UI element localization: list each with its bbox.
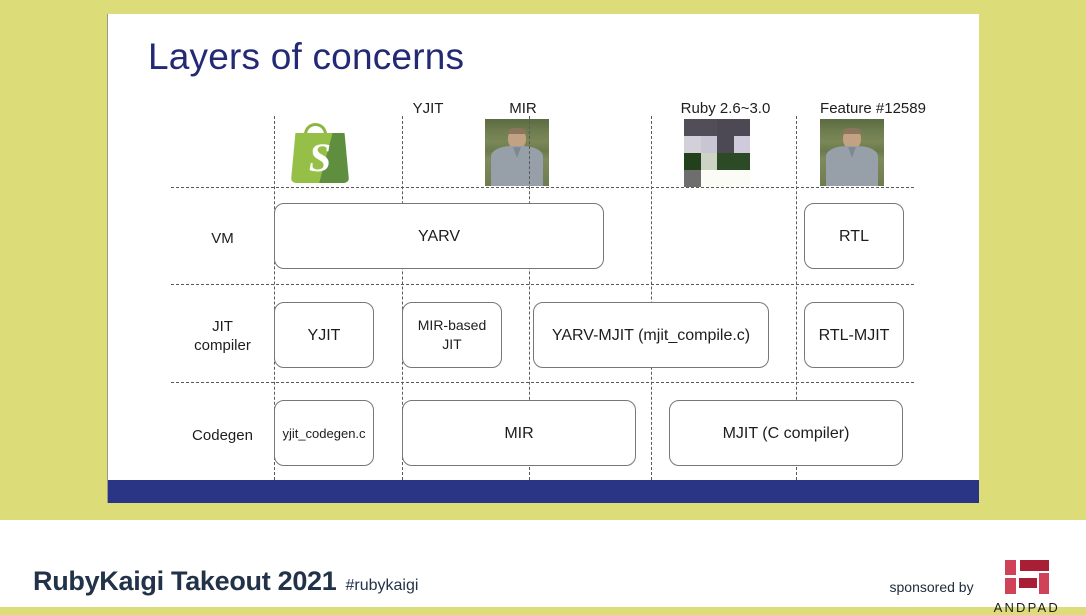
node-rtl[interactable]: RTL [804,203,904,269]
row-label-jit-line1: JIT [212,318,233,335]
node-mir-based-jit-line2: JIT [442,336,462,352]
pixel-cell [700,119,717,136]
grid-vline-4 [651,116,652,480]
node-yarv-mjit[interactable]: YARV-MJIT (mjit_compile.c) [533,302,769,368]
grid-hline-top [171,187,914,188]
column-header-yjit: YJIT [412,100,444,117]
andpad-mark-icon [1004,558,1049,596]
speaker-photo-icon-mir [485,119,549,186]
pixel-cell [733,153,750,170]
pixelated-photo-icon [684,119,750,187]
event-hashtag: #rubykaigi [345,577,419,594]
sponsor-block: sponsored by ANDPAD [890,558,1060,615]
pixel-cell [733,170,750,187]
pixel-cell [684,170,701,187]
grid-vline-2 [402,116,403,480]
pixel-cell [717,153,734,170]
event-brand: RubyKaigi Takeout 2021 #rubykaigi [33,566,418,597]
event-title: RubyKaigi Takeout 2021 [33,566,337,596]
sponsor-name: ANDPAD [993,600,1060,615]
footer-bar: RubyKaigi Takeout 2021 #rubykaigi sponso… [0,520,1086,615]
node-mir-based-jit[interactable]: MIR-based JIT [402,302,502,368]
grid-vline-3 [529,116,530,480]
column-header-feature: Feature #12589 [820,100,926,117]
row-label-jit-line2: compiler [194,337,251,354]
page-title: Layers of concerns [148,36,465,77]
node-mir[interactable]: MIR [402,400,636,466]
pixel-cell [684,119,701,136]
node-rtl-mjit[interactable]: RTL-MJIT [804,302,904,368]
row-label-codegen: Codegen [192,427,253,444]
pixel-cell [733,136,750,153]
grid-hline-jit-codegen [171,382,914,383]
grid-vline-5 [796,116,797,480]
shopify-logo-icon: S [286,118,354,186]
row-label-vm: VM [211,230,234,247]
node-mjit-c-compiler[interactable]: MJIT (C compiler) [669,400,903,466]
pixel-cell [684,153,701,170]
column-header-mir: MIR [509,100,537,117]
presentation-slide: Layers of concerns YJIT MIR Ruby 2.6~3.0… [107,14,979,503]
grid-vline-1 [274,116,275,480]
pixel-grid [684,119,750,187]
column-header-ruby-versions: Ruby 2.6~3.0 [680,100,771,117]
pixel-cell [700,170,717,187]
pixel-cell [684,136,701,153]
sponsored-by-label: sponsored by [889,578,974,595]
pixel-cell [700,153,717,170]
node-yarv[interactable]: YARV [274,203,604,269]
node-yjit-codegen-c[interactable]: yjit_codegen.c [274,400,374,466]
node-mir-based-jit-line1: MIR-based [417,317,487,333]
sponsor-logo: ANDPAD [994,558,1060,615]
pixel-cell [700,136,717,153]
layers-diagram: YJIT MIR Ruby 2.6~3.0 Feature #12589 S [108,14,979,480]
pixel-cell [733,119,750,136]
pixel-cell [717,136,734,153]
pixel-cell [717,170,734,187]
node-yjit[interactable]: YJIT [274,302,374,368]
slide-bottom-band [108,480,979,503]
speaker-photo-icon-feature [820,119,884,186]
grid-hline-vm-jit [171,284,914,285]
row-label-jit-compiler: JIT compiler [171,317,274,355]
pixel-cell [717,119,734,136]
